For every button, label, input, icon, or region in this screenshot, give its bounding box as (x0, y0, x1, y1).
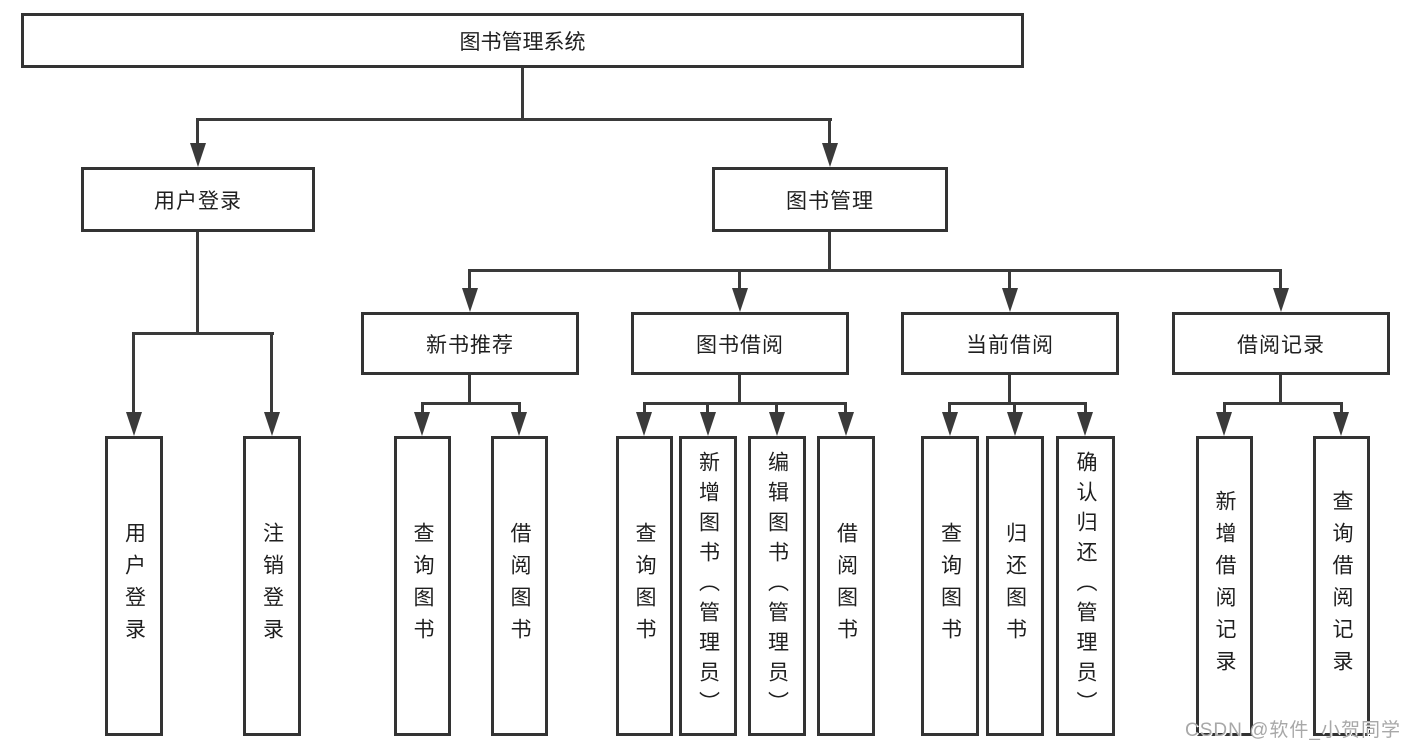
connector-line (1279, 375, 1282, 405)
connector-line (643, 402, 646, 414)
node-label: 用户登录 (154, 189, 242, 213)
node-library-management-system: 图书管理系统 (21, 13, 1024, 68)
node-label: 新书推荐 (426, 333, 514, 357)
leaf-label: 编辑图书（管理员） (765, 451, 789, 721)
connector-line (775, 402, 778, 414)
arrowhead-down-icon (1002, 288, 1018, 312)
arrowhead-down-icon (1273, 288, 1289, 312)
node-current-borrowing: 当前借阅 (901, 312, 1119, 375)
connector-line (468, 269, 471, 291)
arrowhead-down-icon (732, 288, 748, 312)
leaf-label: 借阅图书 (508, 522, 531, 650)
arrowhead-down-icon (700, 412, 716, 436)
connector-line (1008, 375, 1011, 405)
connector-line (844, 402, 847, 414)
leaf-edit-book-admin: 编辑图书（管理员） (748, 436, 806, 736)
arrowhead-down-icon (1216, 412, 1232, 436)
arrowhead-down-icon (414, 412, 430, 436)
connector-line (1340, 402, 1343, 414)
leaf-label: 注销登录 (260, 522, 284, 650)
connector-line (828, 232, 831, 272)
leaf-label: 归还图书 (1003, 522, 1027, 650)
arrowhead-down-icon (769, 412, 785, 436)
csdn-watermark: CSDN @软件_小贺同学 (1185, 720, 1401, 741)
node-label: 当前借阅 (966, 333, 1054, 357)
leaf-label: 确认归还（管理员） (1074, 451, 1097, 721)
leaf-label: 查询图书 (938, 522, 962, 650)
arrowhead-down-icon (462, 288, 478, 312)
connector-line (196, 118, 199, 145)
arrowhead-down-icon (1007, 412, 1023, 436)
leaf-label: 新增图书（管理员） (696, 451, 720, 721)
arrowhead-down-icon (822, 143, 838, 167)
leaf-return-book: 归还图书 (986, 436, 1044, 736)
node-book-management: 图书管理 (712, 167, 948, 232)
leaf-query-books-borrowing: 查询图书 (616, 436, 673, 736)
leaf-add-book-admin: 新增图书（管理员） (679, 436, 737, 736)
connector-line (738, 269, 741, 291)
leaf-label: 查询借阅记录 (1330, 490, 1353, 682)
node-label: 图书管理系统 (459, 30, 586, 54)
connector-line (1008, 269, 1011, 291)
connector-line (421, 402, 521, 405)
connector-line (1223, 402, 1226, 414)
connector-line (196, 118, 832, 121)
connector-line (132, 332, 274, 335)
connector-line (828, 118, 831, 145)
leaf-query-borrow-record: 查询借阅记录 (1313, 436, 1370, 736)
leaf-label: 借阅图书 (834, 522, 858, 650)
connector-line (132, 332, 135, 414)
connector-line (706, 402, 709, 414)
connector-line (643, 402, 847, 405)
connector-line (948, 402, 1086, 405)
connector-line (1084, 402, 1087, 414)
leaf-logout: 注销登录 (243, 436, 301, 736)
node-user-login: 用户登录 (81, 167, 315, 232)
leaf-label: 新增借阅记录 (1213, 490, 1236, 682)
node-borrowing-records: 借阅记录 (1172, 312, 1390, 375)
arrowhead-down-icon (1077, 412, 1093, 436)
leaf-label: 查询图书 (411, 522, 434, 650)
leaf-borrow-books-borrowing: 借阅图书 (817, 436, 875, 736)
arrowhead-down-icon (264, 412, 280, 436)
connector-line (196, 232, 199, 335)
connector-line (518, 402, 521, 414)
connector-line (421, 402, 424, 414)
node-book-borrowing: 图书借阅 (631, 312, 849, 375)
arrowhead-down-icon (1333, 412, 1349, 436)
connector-line (468, 375, 471, 405)
connector-line (270, 332, 273, 414)
leaf-label: 查询图书 (633, 522, 656, 650)
node-new-book-recommendation: 新书推荐 (361, 312, 579, 375)
arrowhead-down-icon (636, 412, 652, 436)
connector-line (1223, 402, 1343, 405)
leaf-user-login: 用户登录 (105, 436, 163, 736)
leaf-confirm-return-admin: 确认归还（管理员） (1056, 436, 1115, 736)
connector-line (1279, 269, 1282, 291)
connector-line (1013, 402, 1016, 414)
arrowhead-down-icon (126, 412, 142, 436)
arrowhead-down-icon (511, 412, 527, 436)
arrowhead-down-icon (942, 412, 958, 436)
node-label: 图书借阅 (696, 333, 784, 357)
node-label: 借阅记录 (1237, 333, 1325, 357)
arrowhead-down-icon (190, 143, 206, 167)
arrowhead-down-icon (838, 412, 854, 436)
leaf-label: 用户登录 (122, 522, 146, 650)
connector-line (468, 269, 1282, 272)
node-label: 图书管理 (786, 189, 874, 213)
leaf-query-books-current: 查询图书 (921, 436, 979, 736)
leaf-query-books-recommend: 查询图书 (394, 436, 451, 736)
connector-line (521, 68, 524, 118)
leaf-borrow-books-recommend: 借阅图书 (491, 436, 548, 736)
connector-line (738, 375, 741, 405)
connector-line (948, 402, 951, 414)
leaf-add-borrow-record: 新增借阅记录 (1196, 436, 1253, 736)
